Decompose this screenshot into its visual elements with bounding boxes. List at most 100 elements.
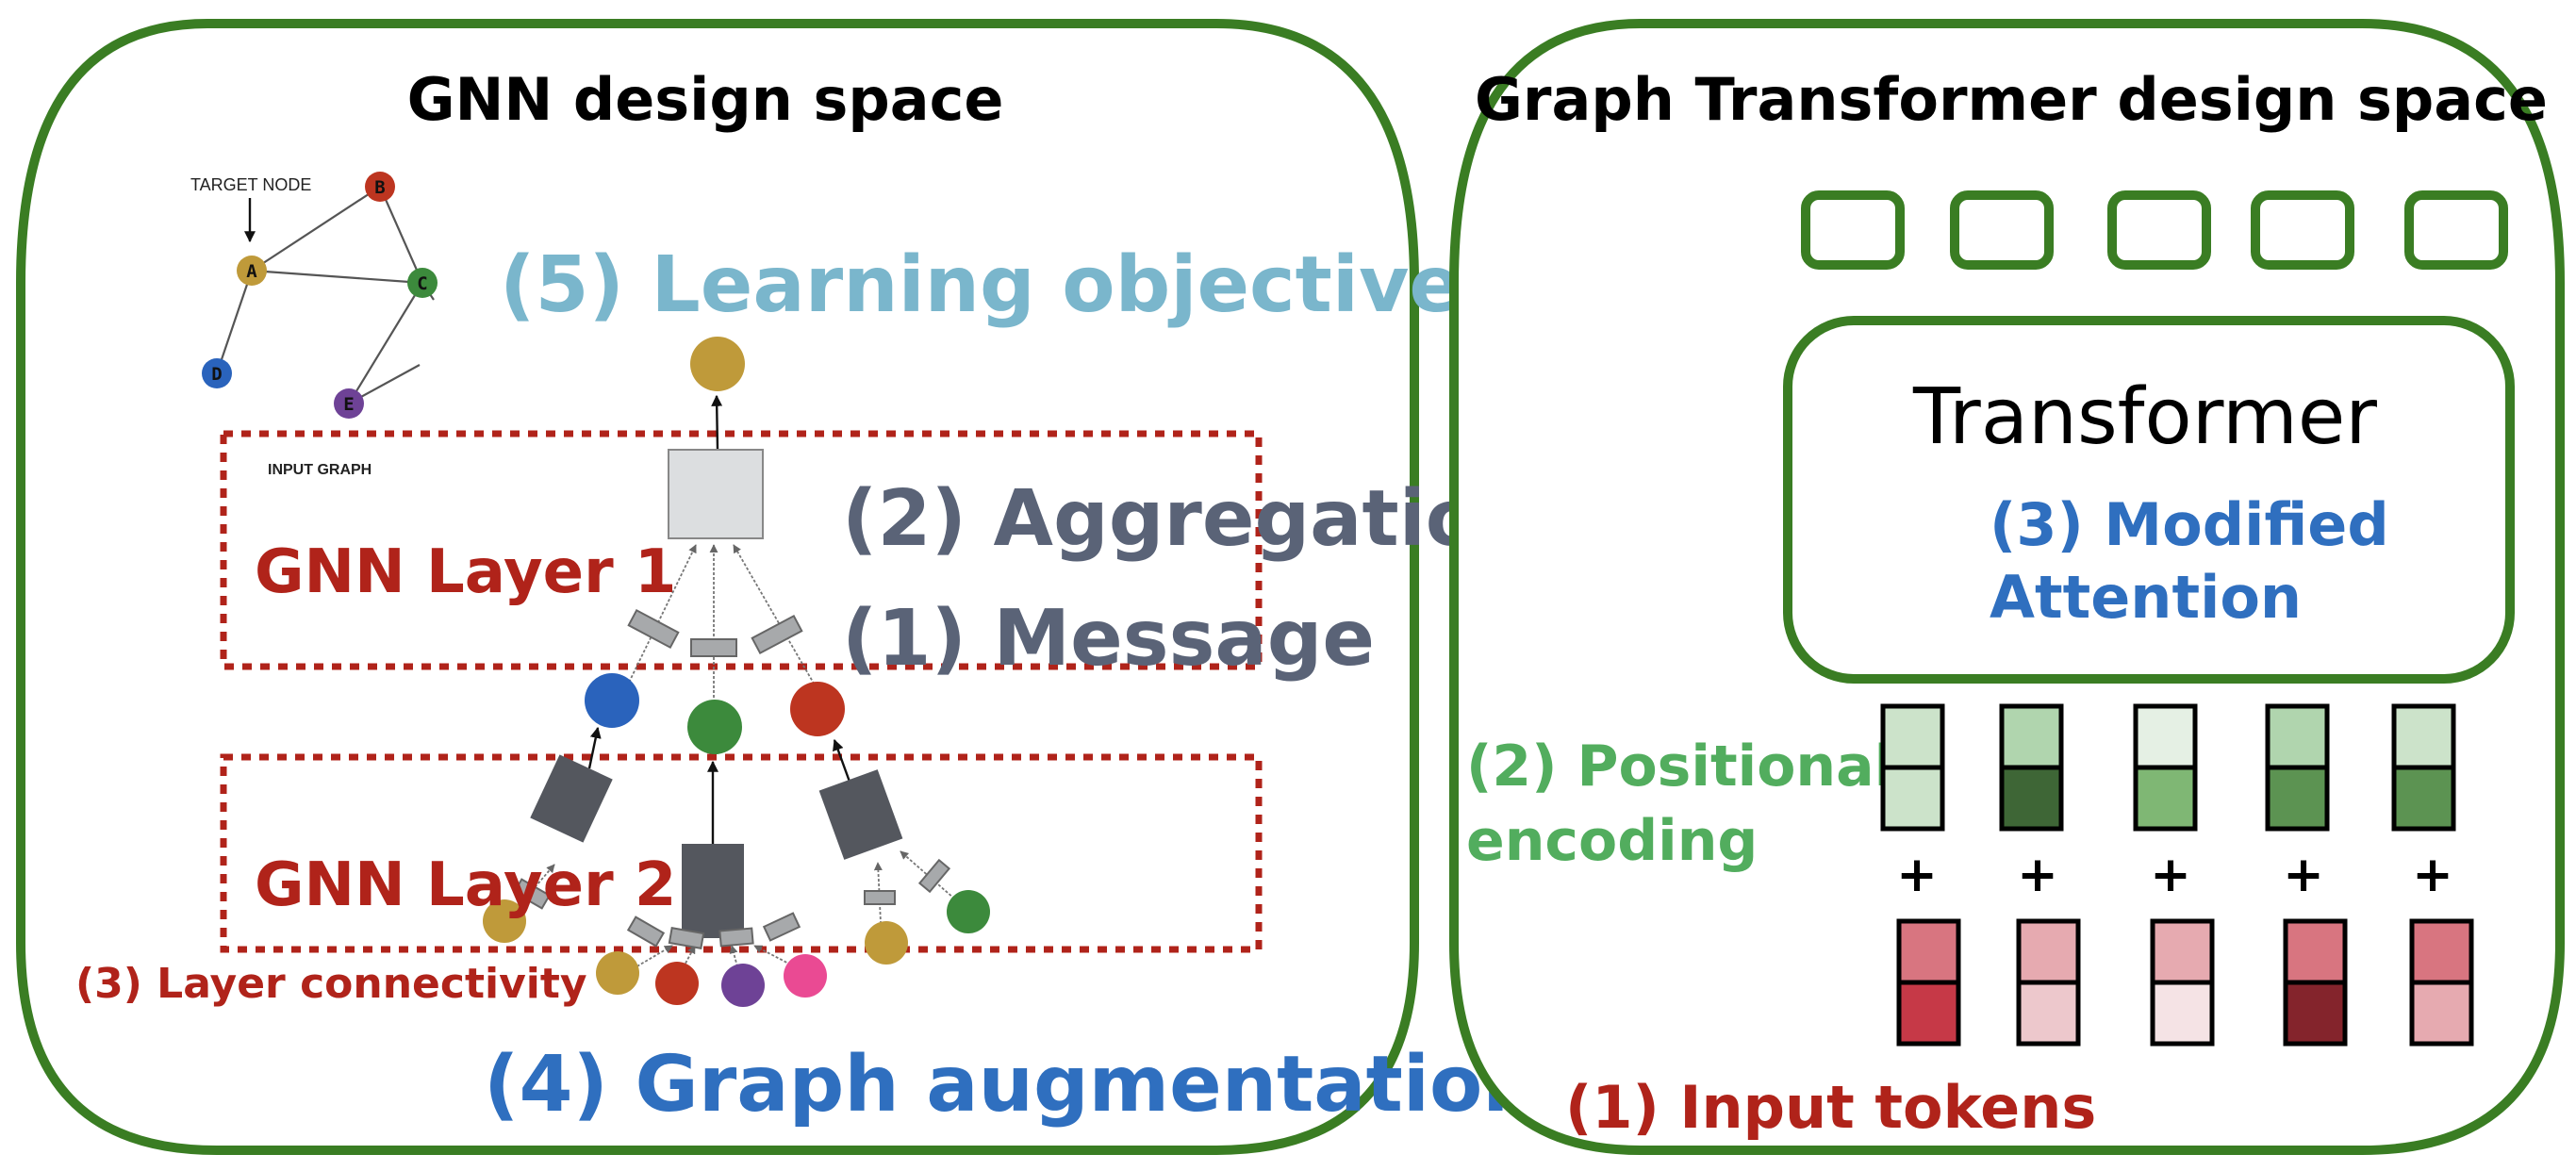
pe-cell <box>2133 703 2198 770</box>
output-token-slots <box>1801 190 2508 270</box>
token-cell <box>1896 918 1961 985</box>
gnn-panel-border <box>16 19 1419 1155</box>
input-graph: TARGET NODE A B C D <box>190 172 438 478</box>
pe-cell <box>1880 765 1945 832</box>
message-block <box>690 638 737 657</box>
gnn-design-space-panel: GNN design space TARGET NODE A B C <box>16 19 1538 1155</box>
message-arrow <box>900 850 963 906</box>
svg-text:A: A <box>246 261 257 282</box>
positional-encoding-vector <box>2133 703 2198 832</box>
output-token-slot <box>1950 190 2054 270</box>
plus-sign: + <box>2412 847 2453 903</box>
aggregation-box-layer-2 <box>530 754 613 843</box>
message-arrow <box>628 945 673 972</box>
message-block <box>626 915 666 948</box>
modified-attention-label-line-1: (3) Modified <box>1990 490 2389 559</box>
message-block <box>512 878 552 910</box>
output-token-slot <box>2404 190 2508 270</box>
input-graph-caption: INPUT GRAPH <box>268 462 372 478</box>
gnn-panel-title: GNN design space <box>407 65 1004 134</box>
modified-attention-label-line-2: Attention <box>1990 563 2302 632</box>
input-token-vectors <box>1896 918 2474 1047</box>
plus-signs: + + + + + <box>1896 847 2453 903</box>
graph-node-c: C <box>407 268 438 298</box>
graph-augmentation-label: (4) Graph augmentation <box>484 1040 1538 1130</box>
token-cell <box>2016 980 2081 1047</box>
message-arrow <box>626 544 697 687</box>
plus-sign: + <box>2283 847 2324 903</box>
pe-cell <box>2265 765 2330 832</box>
aggregation-label: (2) Aggregation <box>842 474 1534 564</box>
graph-node-a: A <box>237 256 267 286</box>
neighbor-node-green <box>687 700 742 754</box>
target-output-node <box>690 337 745 391</box>
graph-node-e: E <box>334 388 364 419</box>
input-tokens-label: (1) Input tokens <box>1565 1073 2096 1142</box>
aggregation-box-layer-1 <box>668 449 764 539</box>
token-cell <box>2283 980 2348 1047</box>
layer-connectivity-label: (3) Layer connectivity <box>75 960 587 1008</box>
leaf-node-gold <box>483 899 526 943</box>
neighbor-node-blue <box>585 673 639 728</box>
message-block <box>718 927 754 948</box>
gt-panel-title: Graph Transformer design space <box>1475 65 2548 134</box>
leaf-node-gold <box>865 921 908 965</box>
graph-edge <box>215 270 254 374</box>
graph-node-b: B <box>365 172 395 202</box>
positional-encoding-label-line-1: (2) Positional <box>1466 734 1893 800</box>
pe-cell <box>2133 765 2198 832</box>
gnn-layer-2-box <box>220 753 1263 953</box>
token-cell <box>2409 980 2474 1047</box>
plus-sign: + <box>2017 847 2058 903</box>
pe-cell <box>2391 703 2456 770</box>
input-token-vector <box>2150 918 2215 1047</box>
leaf-node-green <box>947 890 990 933</box>
positional-encoding-vector <box>1880 703 1945 832</box>
graph-edge <box>378 186 424 284</box>
leaf-node-gold <box>596 951 639 995</box>
plus-sign: + <box>1896 847 1938 903</box>
positional-encoding-vectors <box>1880 703 2456 832</box>
leaf-node-pink <box>784 954 827 998</box>
token-cell <box>2283 918 2348 985</box>
aggregation-arrow <box>587 726 602 769</box>
input-token-vector <box>2016 918 2081 1047</box>
target-node-label: TARGET NODE <box>190 175 311 194</box>
pe-cell <box>2391 765 2456 832</box>
token-cell <box>2150 980 2215 1047</box>
graph-edge <box>251 269 423 285</box>
output-arrow <box>711 394 723 451</box>
gnn-layer-1-box <box>220 430 1263 670</box>
message-block <box>917 858 951 894</box>
input-token-vector <box>1896 918 1961 1047</box>
message-block <box>751 614 803 655</box>
positional-encoding-vector <box>2265 703 2330 832</box>
svg-text:B: B <box>374 177 385 198</box>
plus-sign: + <box>2150 847 2191 903</box>
transformer-label: Transformer <box>1912 372 2377 462</box>
pe-cell <box>2265 703 2330 770</box>
graph-transformer-design-space-panel: Graph Transformer design space Transform… <box>1449 19 2565 1155</box>
input-token-vector <box>2409 918 2474 1047</box>
neighbor-node-red <box>790 682 845 736</box>
token-cell <box>2016 918 2081 985</box>
aggregation-box-layer-2 <box>682 844 744 938</box>
graph-edge <box>348 282 423 404</box>
transformer-block <box>1783 316 2515 684</box>
leaf-node-purple <box>721 964 765 1007</box>
token-cell <box>1896 980 1961 1047</box>
message-label: (1) Message <box>842 594 1375 684</box>
message-block <box>864 890 896 905</box>
output-token-slot <box>1801 190 1905 270</box>
pe-cell <box>1999 765 2064 832</box>
output-token-slot <box>2251 190 2354 270</box>
svg-text:D: D <box>211 364 222 385</box>
message-block <box>762 912 801 942</box>
positional-encoding-vector <box>1999 703 2064 832</box>
positional-encoding-vector <box>2391 703 2456 832</box>
message-block <box>627 608 680 650</box>
aggregation-box-layer-2 <box>818 769 903 860</box>
message-arrow <box>733 544 817 689</box>
svg-text:E: E <box>343 394 354 415</box>
